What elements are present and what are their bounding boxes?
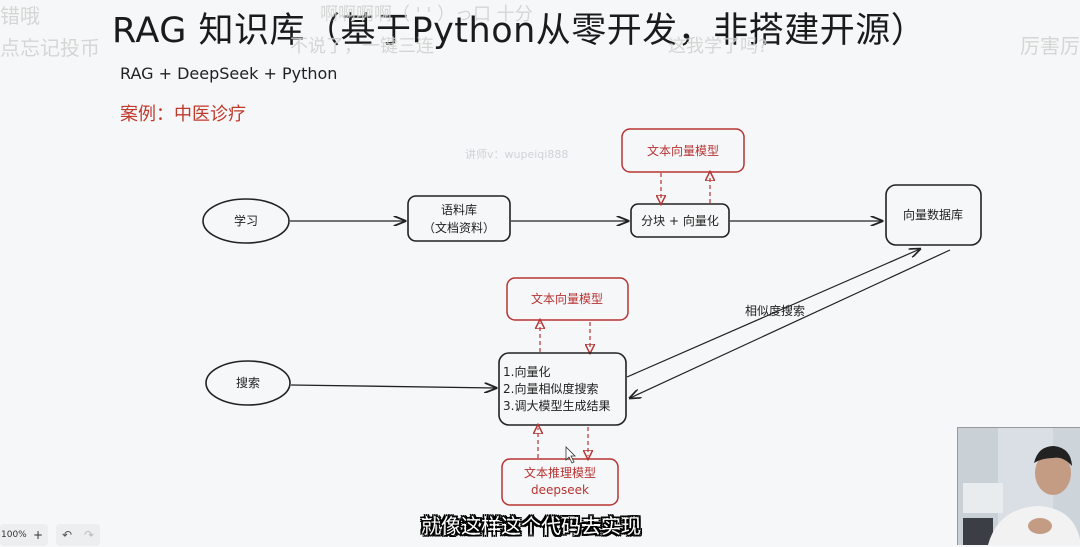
presenter-image bbox=[958, 428, 1080, 545]
vector-db-label: 向量数据库 bbox=[903, 207, 963, 222]
edge-process-vectordb bbox=[626, 249, 920, 378]
process-step-1: 1.向量化 bbox=[503, 364, 550, 379]
case-label: 案例：中医诊疗 bbox=[120, 104, 246, 125]
search-label: 搜索 bbox=[236, 375, 260, 390]
corpus-label-line2: （文档资料） bbox=[423, 220, 495, 235]
text-vector-model-top-node[interactable] bbox=[621, 128, 745, 173]
danmu-comment: 错哦 bbox=[0, 4, 40, 28]
presenter-webcam bbox=[957, 427, 1080, 545]
search-node[interactable] bbox=[205, 360, 291, 406]
text-vector-model-mid-label: 文本向量模型 bbox=[531, 291, 603, 306]
edge-search-process bbox=[290, 385, 496, 388]
zoom-controls: 100% + bbox=[0, 524, 48, 546]
chunk-vectorize-label: 分块 + 向量化 bbox=[641, 213, 719, 228]
corpus-label-line1: 语料库 bbox=[441, 202, 477, 217]
danmu-comment: 不说了，一键三连 bbox=[290, 36, 434, 57]
study-node[interactable] bbox=[202, 198, 290, 244]
process-step-3: 3.调大模型生成结果 bbox=[503, 399, 610, 413]
edge-vectordb-process bbox=[630, 249, 951, 398]
chunk-vectorize-node[interactable] bbox=[630, 203, 730, 238]
mouse-cursor-icon bbox=[565, 446, 576, 464]
danmu-comment: 这我学了吗? bbox=[668, 36, 768, 57]
text-vector-model-mid-node[interactable] bbox=[506, 277, 629, 321]
danmu-comment: 厉害厉 bbox=[1020, 34, 1080, 58]
text-vector-model-top-label: 文本向量模型 bbox=[647, 143, 719, 158]
similarity-search-label: 相似度搜索 bbox=[745, 303, 805, 318]
history-controls: ↶ ↷ bbox=[56, 524, 100, 546]
zoom-level[interactable]: 100% bbox=[1, 530, 27, 540]
danmu-comment: 啊啊啊啊（ ' ' ）っ口 十分 bbox=[320, 4, 533, 25]
slide-subtitle: RAG + DeepSeek + Python bbox=[120, 64, 338, 83]
process-node[interactable] bbox=[498, 352, 627, 426]
reasoning-model-label-line2: deepseek bbox=[531, 483, 589, 497]
watermark: 讲师v：wupeiqi888 bbox=[465, 148, 569, 161]
danmu-comment: 点忘记投币 bbox=[0, 36, 100, 60]
study-label: 学习 bbox=[234, 213, 258, 228]
video-caption: 就像这样这个代码去实现 bbox=[421, 514, 641, 538]
redo-icon[interactable]: ↷ bbox=[83, 528, 95, 542]
reasoning-model-node[interactable] bbox=[501, 458, 619, 506]
process-step-2: 2.向量相似度搜索 bbox=[503, 381, 598, 396]
corpus-node[interactable] bbox=[407, 195, 511, 242]
vector-db-node[interactable] bbox=[885, 184, 982, 246]
slide-title: RAG 知识库（基于Python从零开发，非搭建开源） bbox=[112, 11, 927, 51]
reasoning-model-label-line1: 文本推理模型 bbox=[524, 465, 596, 480]
undo-icon[interactable]: ↶ bbox=[61, 528, 73, 542]
zoom-in-button[interactable]: + bbox=[32, 528, 44, 542]
